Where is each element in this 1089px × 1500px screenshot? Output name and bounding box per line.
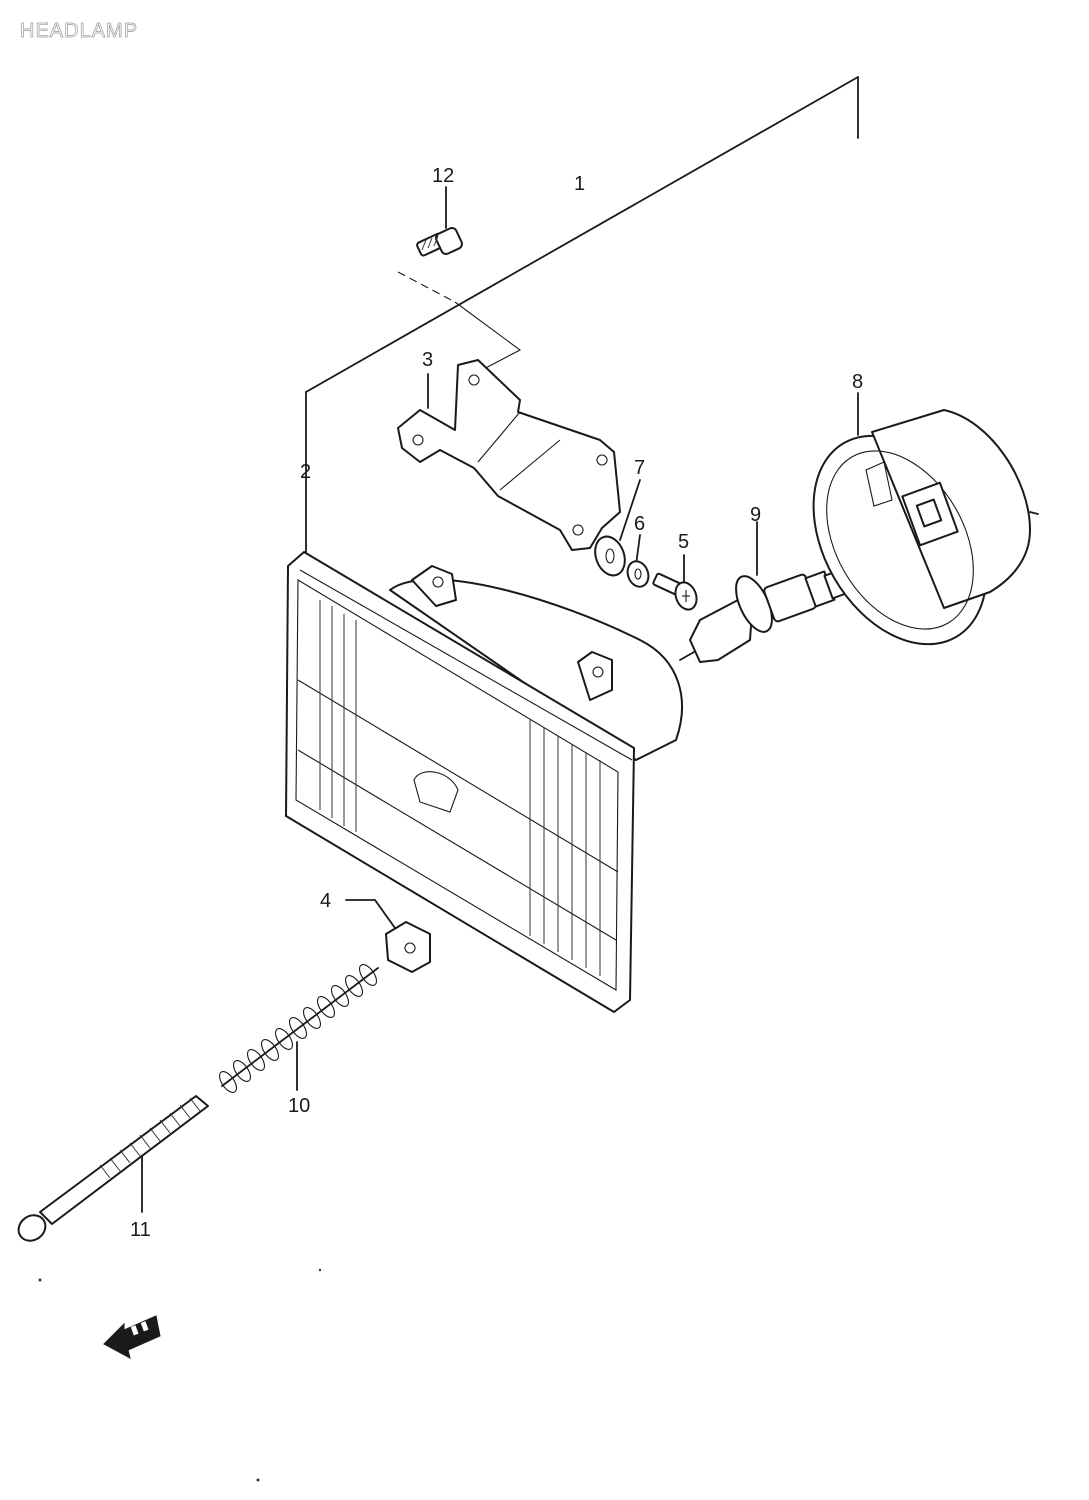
part-11-adjusting-screw bbox=[17, 1095, 209, 1242]
part-9-bulb bbox=[679, 568, 851, 663]
leader-lines bbox=[141, 76, 859, 1213]
callout-9: 9 bbox=[750, 504, 761, 526]
callout-labels: 1 2 3 4 5 6 7 8 9 10 11 12 bbox=[130, 165, 863, 1241]
callout-8: 8 bbox=[852, 371, 863, 393]
callout-2: 2 bbox=[300, 461, 311, 483]
page-title: HEADLAMP bbox=[20, 20, 139, 43]
part-2-headlamp-unit bbox=[285, 551, 683, 1013]
callout-6: 6 bbox=[634, 513, 645, 535]
part-12-bolt bbox=[416, 227, 463, 257]
callout-5: 5 bbox=[678, 531, 689, 553]
front-direction-arrow-icon bbox=[103, 1315, 161, 1359]
part-7-washer bbox=[594, 535, 626, 577]
part-4-nut-clip bbox=[385, 921, 431, 973]
callout-1: 1 bbox=[574, 173, 585, 195]
callout-4: 4 bbox=[320, 890, 331, 912]
callout-10: 10 bbox=[288, 1095, 310, 1117]
part-3-bracket bbox=[397, 359, 621, 551]
part-5-screw bbox=[652, 572, 698, 611]
part-6-lock-washer bbox=[626, 560, 650, 588]
part-10-spring bbox=[218, 964, 379, 1093]
callout-3: 3 bbox=[422, 349, 433, 371]
part-8-housing bbox=[812, 409, 1039, 646]
callout-7: 7 bbox=[634, 457, 645, 479]
callout-11: 11 bbox=[130, 1219, 151, 1241]
callout-12: 12 bbox=[432, 165, 454, 187]
